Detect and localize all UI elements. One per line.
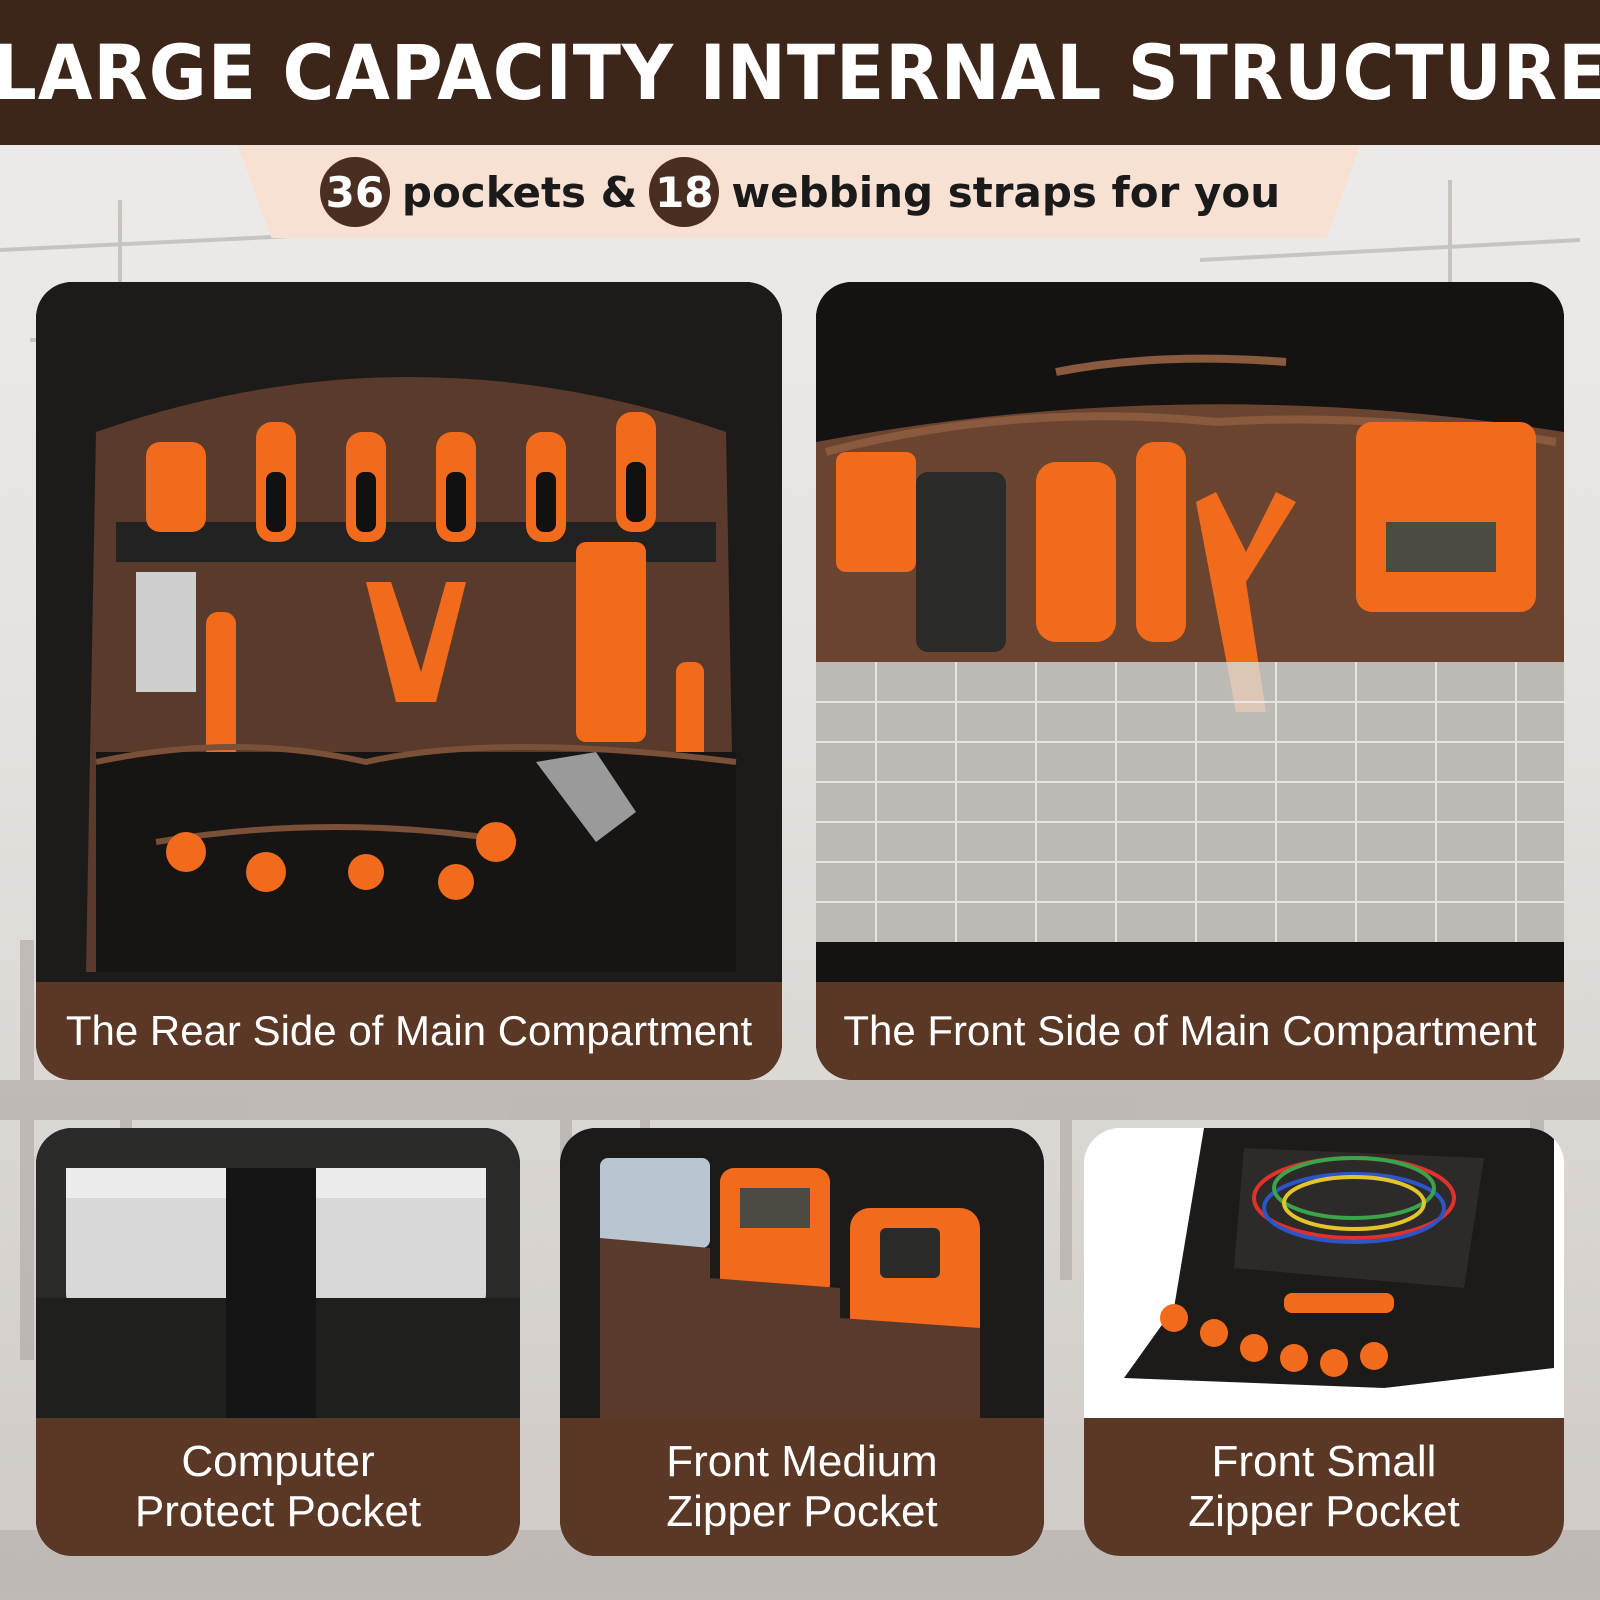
header-banner: LARGE CAPACITY INTERNAL STRUCTURE bbox=[0, 0, 1600, 145]
front-medium-pocket-photo bbox=[560, 1128, 1044, 1418]
page-title: LARGE CAPACITY INTERNAL STRUCTURE bbox=[0, 28, 1600, 117]
front-medium-pocket-caption: Front Medium Zipper Pocket bbox=[560, 1418, 1044, 1556]
pockets-label: pockets & bbox=[401, 167, 638, 217]
panel-front-main-compartment: The Front Side of Main Compartment bbox=[816, 282, 1564, 1080]
computer-pocket-caption-line2: Protect Pocket bbox=[134, 1487, 422, 1536]
panel-rear-main-compartment: The Rear Side of Main Compartment bbox=[36, 282, 782, 1080]
front-compartment-photo bbox=[816, 282, 1564, 982]
pockets-count-badge: 36 bbox=[319, 157, 390, 227]
rear-compartment-caption: The Rear Side of Main Compartment bbox=[36, 982, 782, 1080]
straps-label: webbing straps for you bbox=[731, 167, 1281, 217]
panel-front-medium-pocket: Front Medium Zipper Pocket bbox=[560, 1128, 1044, 1556]
front-small-pocket-caption-line1: Front Small bbox=[1211, 1437, 1437, 1486]
straps-count-badge: 18 bbox=[649, 157, 720, 227]
front-small-pocket-photo bbox=[1084, 1128, 1564, 1418]
subtitle-band bbox=[238, 146, 1360, 238]
panel-computer-pocket: Computer Protect Pocket bbox=[36, 1128, 520, 1556]
panel-front-small-pocket: Front Small Zipper Pocket bbox=[1084, 1128, 1564, 1556]
computer-pocket-caption: Computer Protect Pocket bbox=[36, 1418, 520, 1556]
front-medium-pocket-caption-line1: Front Medium bbox=[666, 1437, 938, 1486]
front-medium-pocket-caption-line2: Zipper Pocket bbox=[666, 1487, 938, 1536]
subtitle: 36 pockets & 18 webbing straps for you bbox=[0, 146, 1600, 238]
front-small-pocket-caption-line2: Zipper Pocket bbox=[1188, 1487, 1460, 1536]
front-small-pocket-caption: Front Small Zipper Pocket bbox=[1084, 1418, 1564, 1556]
computer-pocket-caption-line1: Computer bbox=[181, 1437, 375, 1486]
rear-compartment-photo bbox=[36, 282, 782, 982]
computer-pocket-photo bbox=[36, 1128, 520, 1418]
front-compartment-caption: The Front Side of Main Compartment bbox=[816, 982, 1564, 1080]
